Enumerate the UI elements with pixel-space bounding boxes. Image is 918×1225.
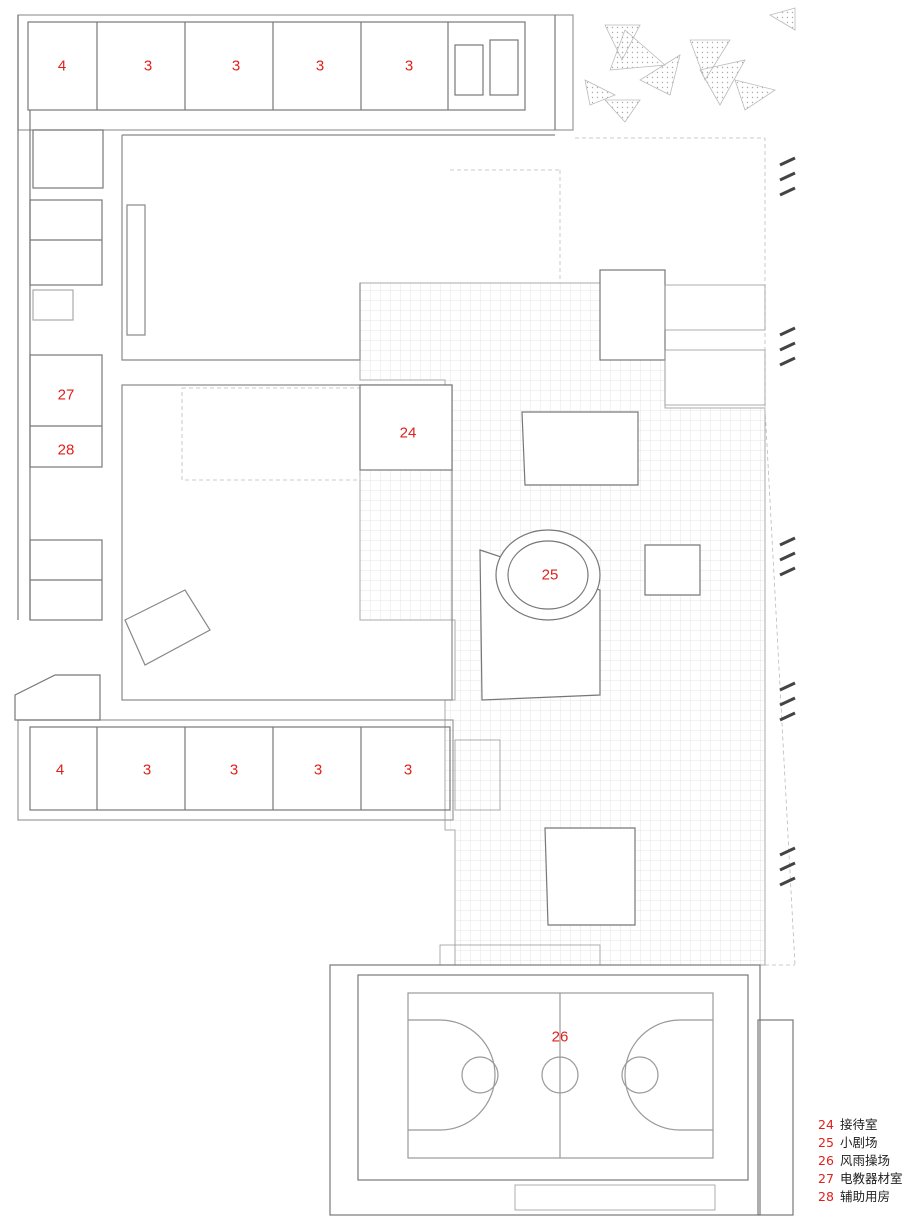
legend-number: 25 <box>818 1135 834 1150</box>
legend: 24 接待室 25 小剧场 26 风雨操场 27 电教器材室 28 辅助用房 <box>818 1116 903 1206</box>
room-label: 3 <box>144 58 152 75</box>
legend-name: 电教器材室 <box>840 1171 903 1186</box>
legend-number: 24 <box>818 1117 834 1132</box>
courtyards <box>121 134 555 701</box>
room-label: 27 <box>58 387 75 404</box>
room-label: 3 <box>404 762 412 779</box>
legend-number: 27 <box>818 1171 834 1186</box>
structures <box>359 269 701 926</box>
legend-item: 27 电教器材室 <box>818 1170 903 1188</box>
room-label: 24 <box>400 425 417 442</box>
legend-item: 26 风雨操场 <box>818 1152 903 1170</box>
room-label: 3 <box>314 762 322 779</box>
gymnasium <box>329 964 794 1216</box>
legend-item: 28 辅助用房 <box>818 1188 903 1206</box>
legend-name: 辅助用房 <box>840 1189 891 1204</box>
legend-item: 25 小剧场 <box>818 1134 903 1152</box>
room-label: 3 <box>143 762 151 779</box>
room-label: 4 <box>58 58 66 75</box>
bottom-classroom-wing <box>14 674 454 821</box>
room-labels: 4 3 3 3 3 27 28 24 25 4 3 3 3 3 26 <box>56 58 569 1046</box>
room-label: 3 <box>316 58 324 75</box>
legend-number: 28 <box>818 1189 834 1204</box>
left-service-wing <box>29 129 104 621</box>
legend-name: 小剧场 <box>840 1135 878 1150</box>
room-label: 4 <box>56 762 64 779</box>
room-label: 25 <box>542 567 559 584</box>
legend-item: 24 接待室 <box>818 1116 903 1134</box>
room-label: 3 <box>405 58 413 75</box>
room-label: 26 <box>552 1029 569 1046</box>
room-label: 28 <box>58 442 75 459</box>
landscape-triangles <box>584 7 796 123</box>
facade-louvers <box>779 156 796 887</box>
room-label: 3 <box>230 762 238 779</box>
room-label: 3 <box>232 58 240 75</box>
legend-name: 接待室 <box>840 1117 878 1132</box>
legend-name: 风雨操场 <box>840 1153 891 1168</box>
legend-number: 26 <box>818 1153 834 1168</box>
